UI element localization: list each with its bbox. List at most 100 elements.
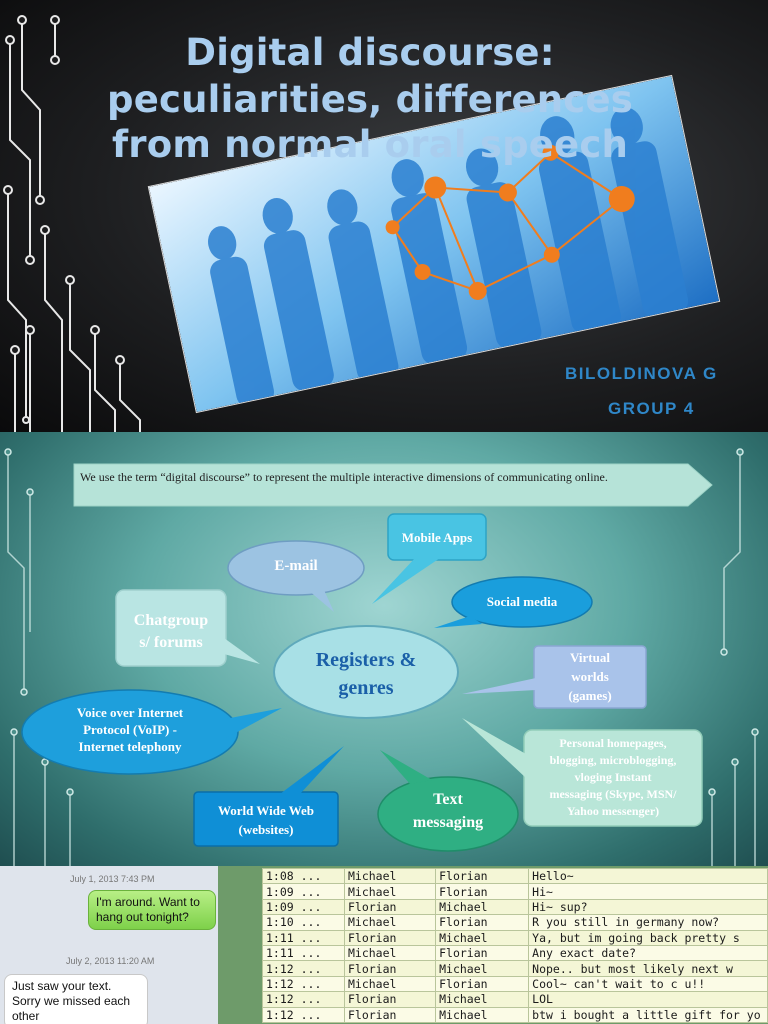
registers-genres-center: [273, 625, 459, 719]
sms-screenshot: July 1, 2013 7:43 PM I'm around. Want to…: [0, 866, 218, 1024]
social-media-bubble: [434, 576, 593, 628]
sms-timestamp-1: July 1, 2013 7:43 PM: [70, 874, 155, 884]
virtual-worlds-line-3: (games): [568, 688, 612, 703]
sms-in-line-2: Sorry we missed each: [12, 994, 131, 1008]
personal-homepages-label: Personal homepages, blogging, microblogg…: [526, 735, 700, 820]
chatgroups-bubble: [115, 589, 260, 667]
chat-message: Hi~: [528, 883, 768, 900]
chat-message: LOL: [528, 991, 768, 1008]
chat-message: Hello~: [528, 867, 768, 885]
virtual-worlds-label: Virtual worlds (games): [534, 648, 646, 705]
chat-time: 1:09 ...: [262, 883, 345, 900]
chat-sender: Michael: [343, 975, 437, 993]
mobile-apps-label: Mobile Apps: [401, 530, 473, 545]
chat-time: 1:12 ...: [262, 991, 345, 1008]
chat-sender: Florian: [343, 898, 437, 916]
personal-homepages-bubble: [462, 718, 703, 827]
chat-time: 1:11 ...: [262, 929, 345, 946]
personal-line-2: blogging, microblogging,: [549, 753, 677, 767]
title-slide: Digital discourse: peculiarities, differ…: [0, 0, 768, 432]
chat-receiver: Michael: [435, 929, 530, 946]
sms-in-line-1: Just saw your text.: [12, 979, 112, 993]
virtual-worlds-line-2: worlds: [571, 669, 609, 684]
chat-message: Any exact date?: [528, 944, 768, 962]
chat-time: 1:11 ...: [262, 944, 345, 962]
chat-receiver: Florian: [435, 975, 530, 993]
chat-sender: Michael: [343, 883, 437, 900]
chat-receiver: Florian: [435, 944, 530, 962]
center-label-line-2: genres: [338, 677, 394, 699]
sms-message-incoming: Just saw your text. Sorry we missed each…: [4, 974, 148, 1024]
chat-message: Hi~ sup?: [528, 898, 768, 916]
voip-line-2: Protocol (VoIP) -: [83, 722, 177, 737]
virtual-worlds-bubble: [462, 645, 647, 709]
chat-sender: Florian: [343, 991, 437, 1008]
sms-out-line-2: hang out tonight?: [96, 910, 189, 924]
chat-message: btw i bought a little gift for yo: [528, 1006, 768, 1023]
personal-line-4: messaging (Skype, MSN/: [549, 787, 677, 801]
text-messaging-label: Text messaging: [378, 788, 518, 834]
chat-sender: Michael: [343, 867, 437, 885]
sms-timestamp-2: July 2, 2013 11:20 AM: [66, 956, 155, 966]
chat-time: 1:10 ...: [262, 914, 345, 931]
email-bubble: [227, 540, 365, 612]
slide-title-line-1: Digital discourse:: [185, 31, 555, 74]
chat-receiver: Michael: [435, 1006, 530, 1023]
www-bubble: [193, 746, 344, 847]
chat-receiver: Florian: [435, 883, 530, 900]
chat-receiver: Michael: [435, 898, 530, 916]
chat-sender: Michael: [343, 944, 437, 962]
email-label: E-mail: [274, 558, 318, 574]
slide-title-line-2: peculiarities, differences: [107, 78, 633, 121]
chat-time: 1:12 ...: [262, 960, 345, 977]
slide-title-line-3: from normal oral speech: [111, 123, 629, 166]
chat-receiver: Florian: [435, 914, 530, 931]
www-label: World Wide Web (websites): [194, 801, 338, 839]
chatgroups-label-line-2: s/ forums: [139, 634, 203, 651]
personal-line-5: Yahoo messenger): [566, 804, 660, 818]
personal-line-1: Personal homepages,: [559, 736, 667, 750]
sms-out-line-1: I'm around. Want to: [96, 895, 200, 909]
www-line-2: (websites): [238, 822, 294, 837]
voip-line-3: Internet telephony: [78, 739, 182, 754]
author-name: BILOLDINOVA G: [565, 364, 718, 383]
chat-time: 1:08 ...: [262, 867, 345, 885]
chatgroups-label-line-1: Chatgroup: [133, 612, 209, 629]
sms-message-outgoing: I'm around. Want to hang out tonight?: [88, 890, 216, 930]
chat-receiver: Florian: [435, 867, 530, 885]
chat-message: R you still in germany now?: [528, 914, 768, 931]
circuit-decoration-left: [3, 15, 141, 432]
text-messaging-bubble: [377, 750, 519, 852]
social-media-label: Social media: [486, 594, 558, 609]
circuit-decoration: [4, 448, 759, 866]
author-group: GROUP 4: [608, 399, 695, 418]
mobile-apps-bubble: [372, 513, 487, 604]
chat-sender: Michael: [343, 914, 437, 931]
chat-receiver: Michael: [435, 960, 530, 977]
network-people-image: [147, 74, 721, 414]
registers-genres-slide: We use the term “digital discourse” to r…: [0, 432, 768, 866]
chat-message: Ya, but im going back pretty s: [528, 929, 768, 946]
virtual-worlds-line-1: Virtual: [570, 650, 610, 665]
chat-time: 1:12 ...: [262, 1006, 345, 1023]
text-messaging-line-2: messaging: [412, 814, 484, 831]
chat-sender: Florian: [343, 960, 437, 977]
chat-sender: Florian: [343, 1006, 437, 1023]
chat-time: 1:09 ...: [262, 898, 345, 916]
definition-text: We use the term “digital discourse” to r…: [80, 470, 608, 484]
voip-bubble: [21, 689, 282, 775]
voip-label: Voice over Internet Protocol (VoIP) - In…: [28, 704, 232, 755]
chat-receiver: Michael: [435, 991, 530, 1008]
voip-line-1: Voice over Internet: [76, 705, 184, 720]
www-line-1: World Wide Web: [217, 803, 315, 818]
